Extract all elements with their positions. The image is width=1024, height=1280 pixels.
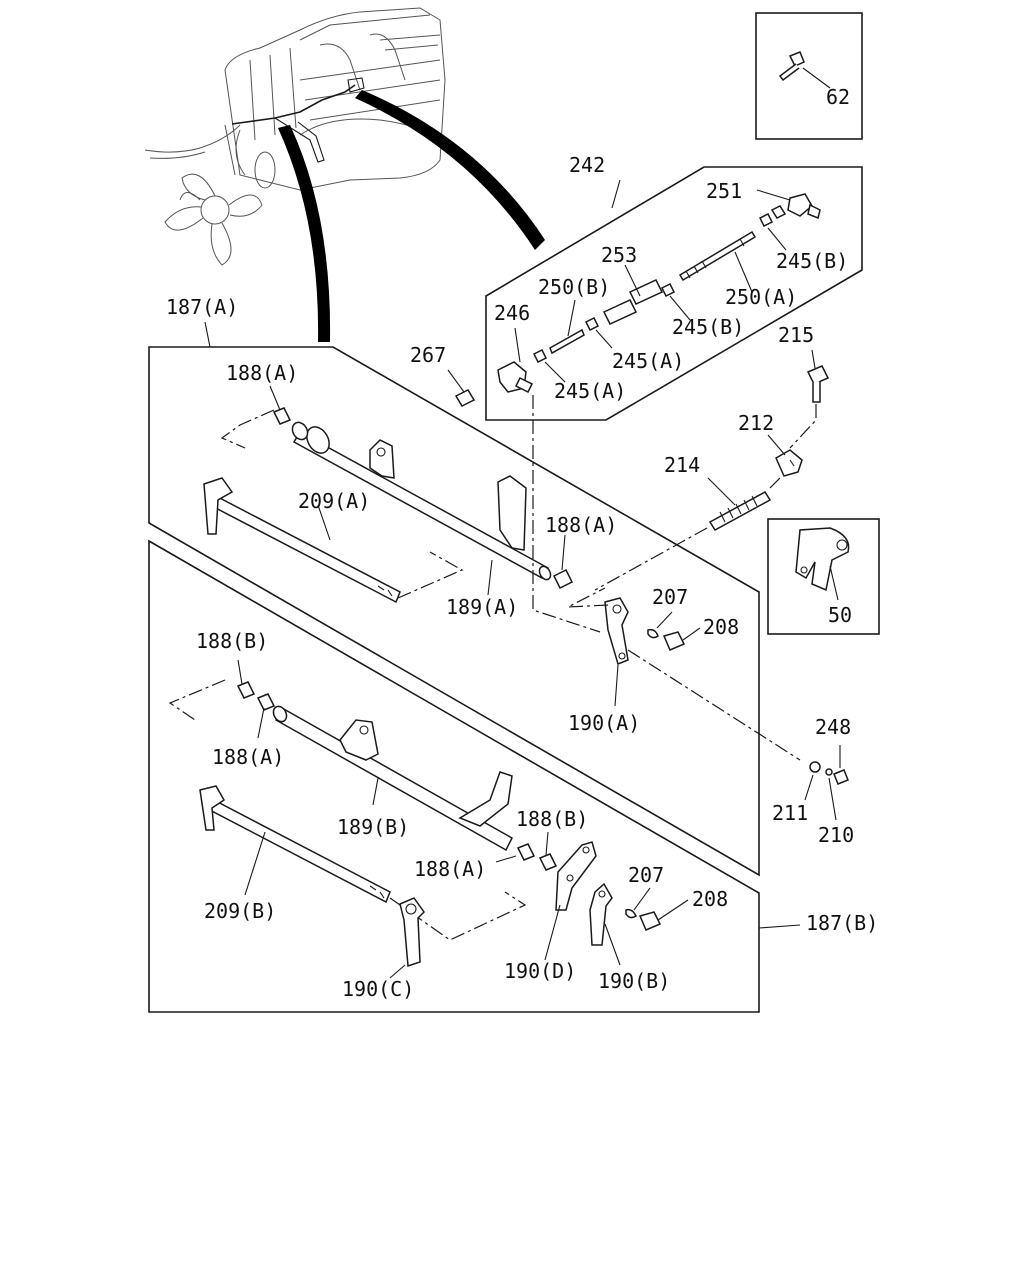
label-62: 62 bbox=[826, 85, 850, 109]
bushing-icon bbox=[272, 407, 292, 425]
spring-214-icon bbox=[708, 491, 772, 531]
label-215: 215 bbox=[778, 323, 814, 347]
lever-190d-icon bbox=[555, 841, 597, 911]
bolt-215-icon bbox=[806, 365, 830, 403]
label-245b-top: 245(B) bbox=[776, 249, 848, 273]
label-250b: 250(B) bbox=[538, 275, 610, 299]
label-189b: 189(B) bbox=[337, 815, 409, 839]
label-246: 246 bbox=[494, 301, 530, 325]
bracket-icon bbox=[795, 527, 850, 592]
label-190c: 190(C) bbox=[342, 977, 414, 1001]
bolt-267-icon bbox=[454, 389, 476, 407]
label-187a: 187(A) bbox=[166, 295, 238, 319]
cap-nut-icon bbox=[638, 911, 662, 931]
label-253: 253 bbox=[601, 243, 637, 267]
label-188a-top: 188(A) bbox=[226, 361, 298, 385]
label-189a: 189(A) bbox=[446, 595, 518, 619]
lever-190a-icon bbox=[604, 597, 629, 666]
fan-icon bbox=[164, 151, 276, 266]
rod-209b-icon bbox=[199, 785, 391, 904]
nut-icon bbox=[584, 316, 600, 332]
label-250a: 250(A) bbox=[725, 285, 797, 309]
threaded-rod-250a-icon bbox=[678, 230, 757, 282]
bushing-icon bbox=[552, 568, 574, 590]
box-242-rod-assembly bbox=[485, 166, 863, 421]
lever-190b-icon bbox=[589, 882, 613, 946]
label-188a-left: 188(A) bbox=[212, 745, 284, 769]
bushing-icon bbox=[516, 843, 536, 861]
sleeve-253-icon bbox=[628, 279, 664, 305]
washer-icon bbox=[809, 761, 821, 773]
label-188b-left: 188(B) bbox=[196, 629, 268, 653]
bushing-icon bbox=[256, 693, 276, 711]
label-188b-right: 188(B) bbox=[516, 807, 588, 831]
bushing-icon bbox=[538, 853, 558, 871]
label-188a-right: 188(A) bbox=[545, 513, 617, 537]
shaft-189a-icon bbox=[291, 421, 552, 581]
label-190d: 190(D) bbox=[504, 959, 576, 983]
label-209a: 209(A) bbox=[298, 489, 370, 513]
rod-209a-icon bbox=[203, 477, 401, 604]
sleeve-253-icon bbox=[602, 299, 638, 325]
clamp-212-icon bbox=[775, 449, 803, 477]
lever-190c-icon bbox=[399, 897, 425, 968]
rod-end-251-icon bbox=[787, 193, 821, 220]
label-251: 251 bbox=[706, 179, 742, 203]
label-187b: 187(B) bbox=[806, 911, 878, 935]
clip-icon bbox=[625, 908, 637, 919]
label-267: 267 bbox=[410, 343, 446, 367]
label-188a-lower: 188(A) bbox=[414, 857, 486, 881]
engine-illustration bbox=[144, 7, 545, 342]
inset-bolt-62 bbox=[755, 12, 863, 140]
label-50: 50 bbox=[828, 603, 852, 627]
nut-icon bbox=[758, 212, 774, 228]
label-190a: 190(A) bbox=[568, 711, 640, 735]
label-242: 242 bbox=[569, 153, 605, 177]
nut-icon bbox=[532, 348, 548, 364]
label-212: 212 bbox=[738, 411, 774, 435]
label-248: 248 bbox=[815, 715, 851, 739]
label-245a-left: 245(A) bbox=[554, 379, 626, 403]
label-210: 210 bbox=[818, 823, 854, 847]
label-214: 214 bbox=[664, 453, 700, 477]
nut-icon bbox=[770, 205, 787, 219]
cap-nut-icon bbox=[662, 631, 686, 651]
label-245a-right: 245(A) bbox=[612, 349, 684, 373]
label-245b-mid: 245(B) bbox=[672, 315, 744, 339]
label-208-bottom: 208 bbox=[692, 887, 728, 911]
label-211: 211 bbox=[772, 801, 808, 825]
clip-icon bbox=[647, 628, 659, 639]
nut-icon bbox=[660, 282, 676, 298]
ball-joint-246-icon bbox=[497, 361, 534, 394]
label-207-top: 207 bbox=[652, 585, 688, 609]
lock-washer-icon bbox=[825, 768, 833, 776]
stud-250b-icon bbox=[549, 328, 585, 355]
label-190b: 190(B) bbox=[598, 969, 670, 993]
bushing-icon bbox=[236, 681, 256, 699]
label-209b: 209(B) bbox=[204, 899, 276, 923]
bolt-icon bbox=[778, 51, 805, 82]
nut-icon bbox=[833, 769, 849, 785]
label-207-bottom: 207 bbox=[628, 863, 664, 887]
box-187b-frame bbox=[148, 539, 801, 1013]
callout-labels: 62 242 251 245(B) 253 250(B) 250(A) 246 … bbox=[166, 85, 878, 1001]
label-208-top: 208 bbox=[703, 615, 739, 639]
inset-bracket-50 bbox=[767, 518, 880, 635]
shaft-189b-icon bbox=[272, 705, 513, 852]
